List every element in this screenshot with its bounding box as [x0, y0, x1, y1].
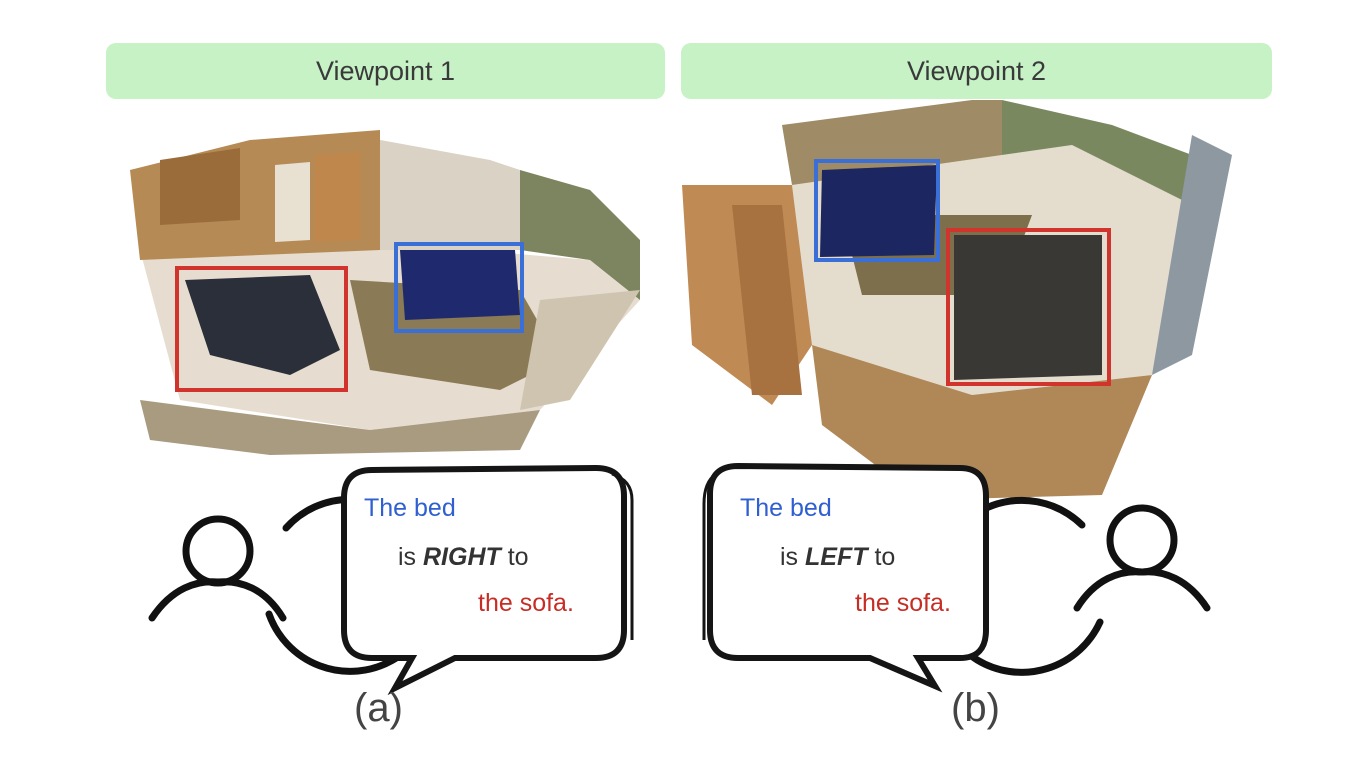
room-scene-viewpoint-2 — [682, 100, 1232, 500]
bed-bounding-box — [394, 242, 524, 333]
sofa-bounding-box — [175, 266, 348, 392]
bed-bounding-box — [814, 159, 940, 262]
sofa — [954, 235, 1102, 380]
relation-word-a: RIGHT — [423, 543, 501, 571]
speech-relation-b: is LEFT to — [780, 543, 896, 571]
viewpoint-1-header: Viewpoint 1 — [106, 43, 665, 99]
speech-subject-b: The bed — [740, 494, 832, 522]
wardrobe — [315, 152, 360, 242]
speech-object-b: the sofa. — [855, 589, 951, 617]
sofa — [185, 275, 340, 375]
viewpoint-2-header: Viewpoint 2 — [681, 43, 1272, 99]
speech-relation-a: is RIGHT to — [398, 543, 529, 571]
sofa-bounding-box — [946, 228, 1111, 386]
speech-bubble — [702, 462, 989, 693]
room-scene-viewpoint-1 — [130, 130, 640, 455]
bed — [400, 250, 520, 320]
panel-caption-b: (b) — [951, 686, 1000, 730]
relation-word-b: LEFT — [805, 543, 868, 571]
door — [275, 162, 310, 242]
kitchen-cabinets — [160, 148, 240, 225]
door — [732, 205, 802, 395]
speech-subject-a: The bed — [364, 494, 456, 522]
speech-bubble — [341, 464, 634, 696]
panel-caption-a: (a) — [354, 686, 403, 730]
bed — [820, 165, 937, 257]
speech-object-a: the sofa. — [478, 589, 574, 617]
